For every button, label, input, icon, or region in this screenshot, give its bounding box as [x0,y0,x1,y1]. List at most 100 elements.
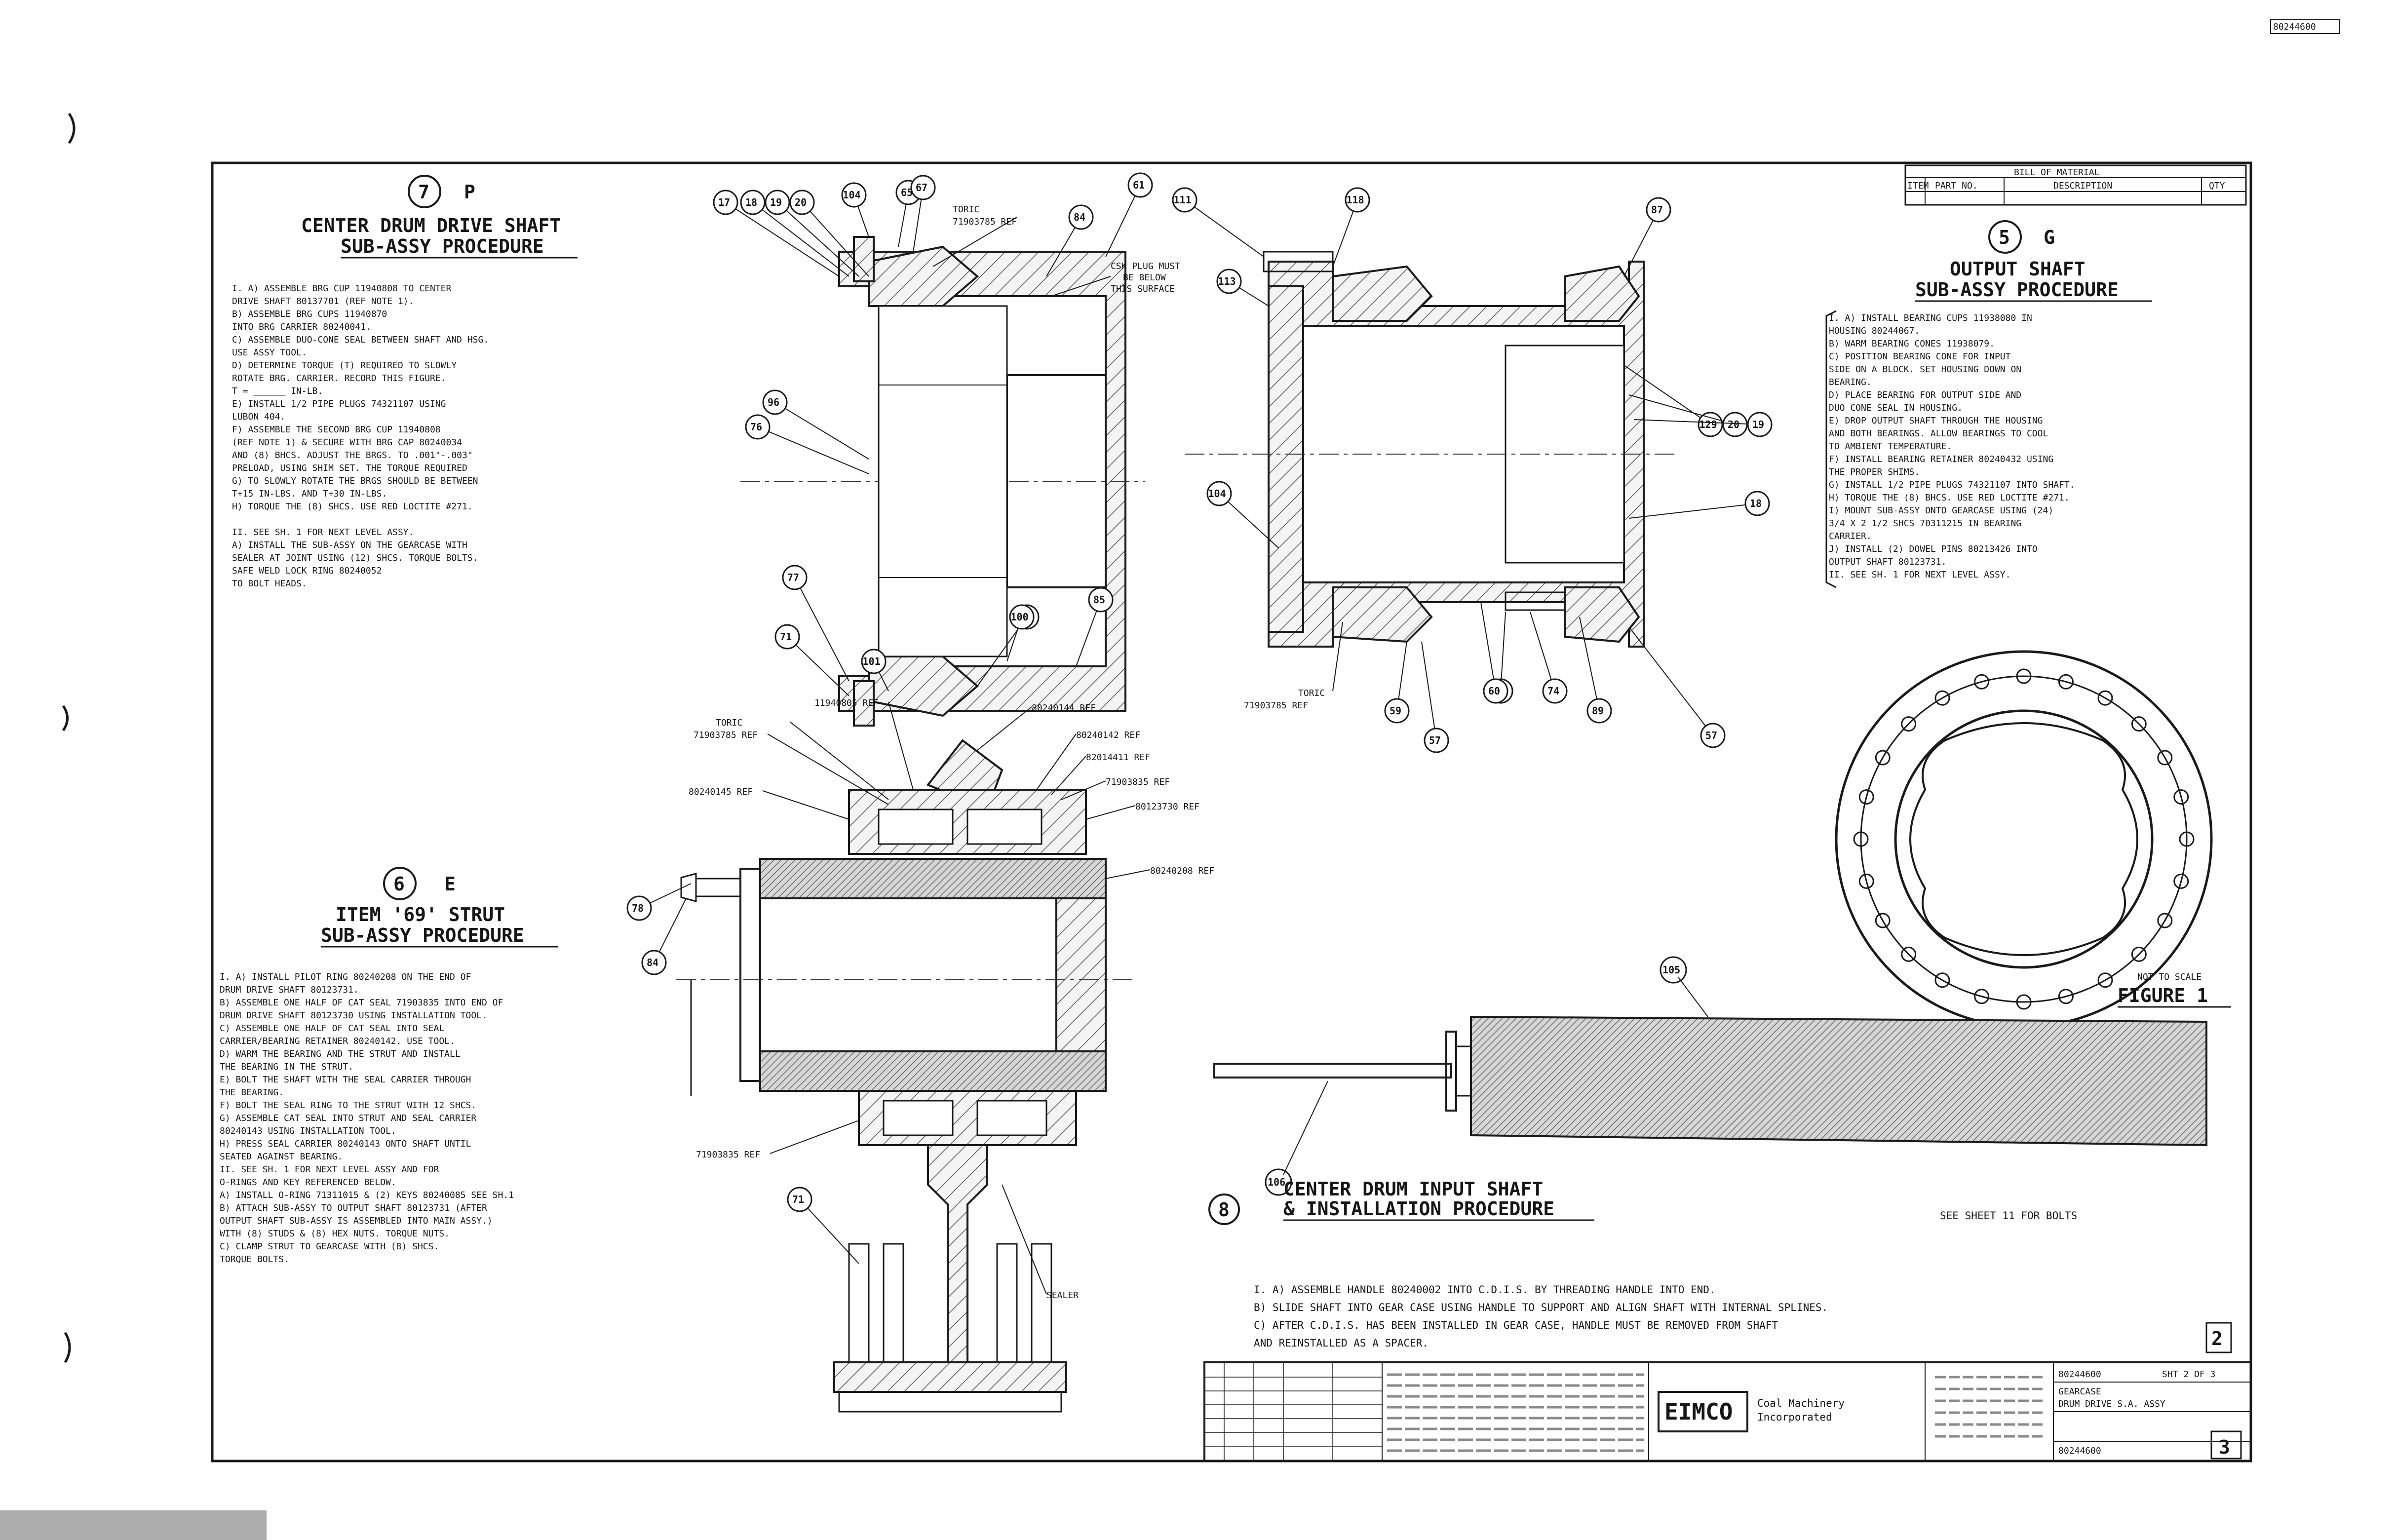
bolt-hole [2179,831,2195,847]
bolt-hole [2157,750,2173,766]
figure-scale-note: NOT TO SCALE [2137,972,2202,982]
procedure-step: INTO BRG CARRIER 80240041. [232,322,371,332]
procedure-steps: I. A) ASSEMBLE HANDLE 80240002 INTO C.D.… [1254,1284,1828,1349]
bolt-hole [2058,989,2074,1004]
clamp-plate [838,1391,1062,1413]
corner-mark-box [2270,19,2340,34]
bom-header-part: PART NO. [1935,181,1978,191]
callout-bubble-text: 17 [718,196,730,208]
callout-bubble-text: 84 [647,957,658,968]
callout-bubble-text: 105 [1662,964,1680,976]
procedure-step: TO AMBIENT TEMPERATURE. [1829,441,1952,452]
callout-bubble-text: 57 [1705,730,1717,741]
callout-bubble [782,565,808,590]
callout-bubble-text: 113 [1218,275,1236,287]
procedure-step: D) WARM THE BEARING AND THE STRUT AND IN… [220,1049,461,1059]
section-title: ITEM '69' STRUT [336,904,505,925]
procedure-step: C) ASSEMBLE ONE HALF OF CAT SEAL INTO SE… [220,1023,444,1034]
procedure-step: OUTPUT SHAFT 80123731. [1829,557,1946,567]
bill-of-material: BILL OF MATERIAL ITEM PART NO. DESCRIPTI… [1904,164,2247,206]
procedure-step: B) SLIDE SHAFT INTO GEAR CASE USING HAND… [1254,1302,1828,1313]
section-number: 6 [393,873,405,895]
bolt-hole [1853,831,1869,847]
section-note: SEE SHEET 11 FOR BOLTS [1940,1210,2077,1222]
section-subtitle: SUB-ASSY PROCEDURE [1915,279,2119,301]
section-number: 8 [1218,1199,1230,1221]
bolt-hole [1875,913,1891,928]
sheet-number: SHT 2 OF 3 [2162,1369,2215,1380]
procedure-step: F) BOLT THE SEAL RING TO THE STRUT WITH … [220,1100,476,1111]
procedure-step: I. A) INSTALL BEARING CUPS 11938080 IN [1829,313,2032,323]
callout-bubble [1586,698,1612,724]
callout-label: TORIC [716,718,742,728]
callout-bubble [762,389,788,415]
drive-shaft-assembly-view: TORIC 71903785 REF CSK PLUG MUST BE BELO… [713,172,1180,727]
bolt-hole [1974,674,1990,690]
fitting-nut [680,873,697,902]
procedure-step: USE ASSY TOOL. [232,347,307,358]
section-subtitle: & INSTALLATION PROCEDURE [1283,1198,1554,1220]
section-title: OUTPUT SHAFT [1950,258,2086,280]
flange-outer [1835,650,2213,1028]
title-block: EIMCO Coal Machinery Incorporated 802446… [1203,1322,2252,1462]
procedure-step: THE BEARING. [220,1087,284,1098]
drum-shaft-bottom-wall [759,1050,1107,1092]
procedure-steps: I. A) INSTALL BEARING CUPS 11938080 IN H… [1829,313,2075,580]
callout-bubble [1646,197,1671,223]
procedure-step: ROTATE BRG. CARRIER. RECORD THIS FIGURE. [232,373,446,384]
flange-bore [1894,709,2154,969]
procedure-step: J) INSTALL (2) DOWEL PINS 80213426 INTO [1829,544,2038,554]
spline-profile [1909,722,2138,956]
procedure-step: 3/4 X 2 1/2 SHCS 70311215 IN BEARING [1829,518,2021,529]
section-number: 7 [418,181,429,203]
section-letter: E [444,873,456,895]
drawing-number-bottom: 80244600 [2058,1446,2101,1456]
procedure-step: H) TORQUE THE (8) SHCS. USE RED LOCTITE … [232,501,473,512]
callout-bubble-text: 84 [1074,211,1085,223]
bolt-hole [1934,972,1950,988]
procedure-step: AND (8) BHCS. ADJUST THE BRGS. TO .001"-… [232,450,473,461]
bolt-hole [2058,674,2074,690]
section-title: CENTER DRUM DRIVE SHAFT [301,215,561,236]
section-e-procedure: 6 E ITEM '69' STRUT SUB-ASSY PROCEDURE I… [220,867,692,1265]
company-subtitle: Incorporated [1757,1411,1832,1423]
bom-title: BILL OF MATERIAL [2014,167,2100,178]
procedure-step: G) ASSEMBLE CAT SEAL INTO STRUT AND SEAL… [220,1113,476,1123]
callout-bubble [1127,172,1153,198]
bolt-hole [1858,789,1874,805]
callout-bubble-text: 60 [1488,685,1500,697]
callout-bubble [774,624,800,650]
lower-bearing [1332,586,1433,643]
sheet-box [2205,1322,2232,1353]
callout-label: SEALER [1046,1290,1079,1301]
callout-bubble [789,190,815,215]
callout-bubble [1722,412,1748,437]
callout-bubble [740,190,766,215]
procedure-step: A) INSTALL THE SUB-ASSY ON THE GEARCASE … [232,540,467,550]
bearing-race [966,808,1043,845]
procedure-step: THE BEARING IN THE STRUT. [220,1062,353,1072]
section-number-bubble [383,867,417,900]
drawing-subtitle: DRUM DRIVE S.A. ASSY [2058,1399,2165,1409]
callout-bubble-text: 78 [632,902,644,914]
callout-bubble [745,414,771,440]
page-corner-mark: 80244600 [2273,22,2316,32]
callout-bubble-text: 61 [1133,179,1145,191]
procedure-step: DRUM DRIVE SHAFT 80123730 USING INSTALLA… [220,1010,487,1021]
procedure-step: B) ATTACH SUB-ASSY TO OUTPUT SHAFT 80123… [220,1203,487,1213]
callout-bubble-text: 89 [1592,705,1604,717]
output-flange [1268,285,1304,633]
part-callout-bubbles: 17181920104656784619676771011098510071 [713,172,1153,696]
bolt-hole [2131,946,2147,962]
procedure-step: O-RINGS AND KEY REFERENCED BELOW. [220,1177,396,1188]
callout-bubble-text: 96 [768,396,779,408]
callout-bubble [787,1187,812,1212]
stud [1031,1243,1052,1363]
bolt-hole [1901,716,1917,732]
procedure-step: II. SEE SH. 1 FOR NEXT LEVEL ASSY AND FO… [220,1164,439,1175]
procedure-step: E) INSTALL 1/2 PIPE PLUGS 74321107 USING [232,399,446,409]
bolt-hole [1875,750,1891,766]
